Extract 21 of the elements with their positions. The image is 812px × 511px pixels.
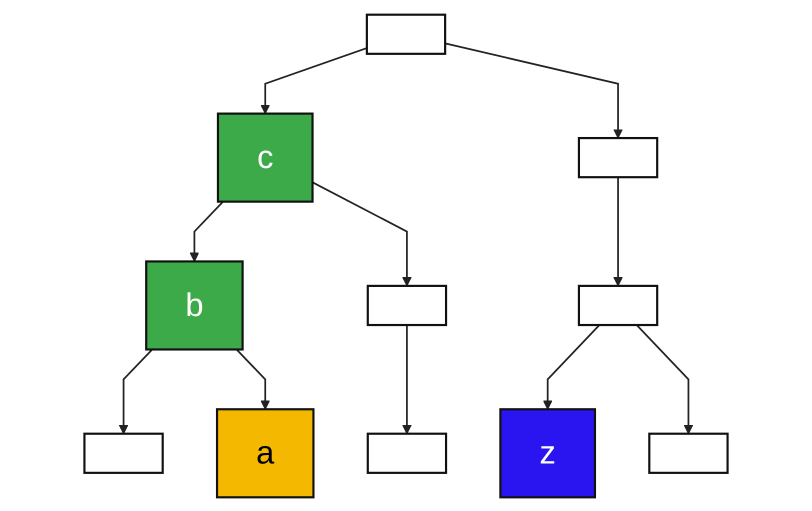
node-box: z (499, 408, 596, 498)
arrow (636, 324, 694, 434)
node-box (366, 284, 448, 326)
arrow (542, 324, 600, 410)
node-box: b (145, 260, 244, 350)
node-box (83, 432, 164, 474)
arrow (236, 348, 270, 410)
node-box (578, 136, 658, 178)
arrow (190, 200, 224, 262)
node-box (366, 432, 448, 474)
node-box: c (216, 112, 314, 202)
arrow (613, 176, 623, 286)
node-box (578, 284, 658, 326)
arrow (444, 42, 623, 138)
node-box (366, 13, 446, 54)
arrow (402, 324, 412, 434)
node-box (648, 432, 729, 474)
arrow (260, 46, 368, 114)
node-box: a (216, 408, 315, 498)
arrow (312, 181, 412, 286)
arrow (118, 348, 153, 434)
